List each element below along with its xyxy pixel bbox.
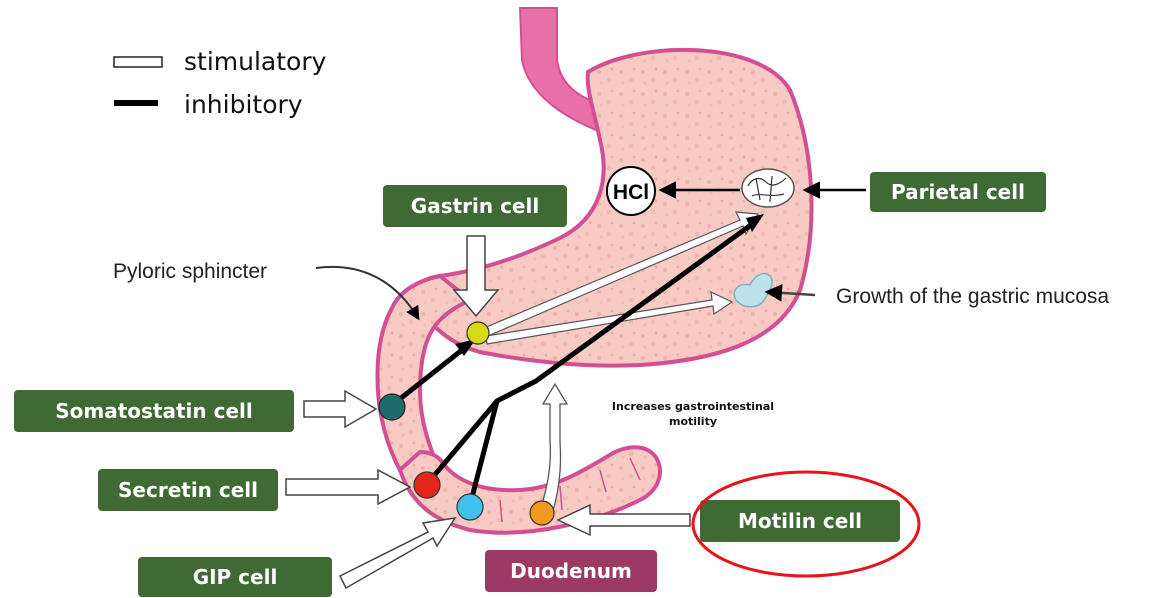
motilin-cell-dot: [530, 501, 554, 525]
legend-inhibitory-label: inhibitory: [184, 90, 303, 119]
secretin-right-arrow: [286, 470, 410, 504]
legend-inhibitory-swatch: [114, 100, 158, 106]
somatostatin-cell-dot: [379, 394, 405, 420]
motility-label-line1: Increases gastrointestinal: [612, 400, 774, 413]
somatostatin-right-arrow: [304, 391, 376, 427]
motility-label-line2: motility: [669, 415, 717, 428]
gastrin-cell-label: Gastrin cell: [411, 194, 539, 218]
secretin-cell-label: Secretin cell: [118, 478, 258, 502]
parietal-cell-shape: [742, 169, 794, 207]
growth-mucosa-label: Growth of the gastric mucosa: [836, 285, 1109, 308]
hcl-label: HCl: [613, 181, 649, 204]
duodenum-label: Duodenum: [510, 559, 632, 583]
legend: stimulatory inhibitory: [114, 47, 327, 119]
gip-diagonal-arrow: [340, 518, 455, 588]
motilin-cell-label: Motilin cell: [738, 509, 862, 533]
parietal-cell-label: Parietal cell: [891, 180, 1025, 204]
gastrin-cell-dot: [467, 322, 489, 344]
somatostatin-cell-label: Somatostatin cell: [55, 399, 253, 423]
gip-cell-dot: [457, 494, 483, 520]
legend-stimulatory-swatch: [114, 57, 162, 67]
secretin-cell-dot: [414, 472, 440, 498]
legend-stimulatory-label: stimulatory: [184, 47, 327, 76]
gip-cell-label: GIP cell: [193, 565, 278, 589]
pyloric-sphincter-label: Pyloric sphincter: [113, 260, 267, 283]
pylorus-loop: [378, 276, 470, 470]
